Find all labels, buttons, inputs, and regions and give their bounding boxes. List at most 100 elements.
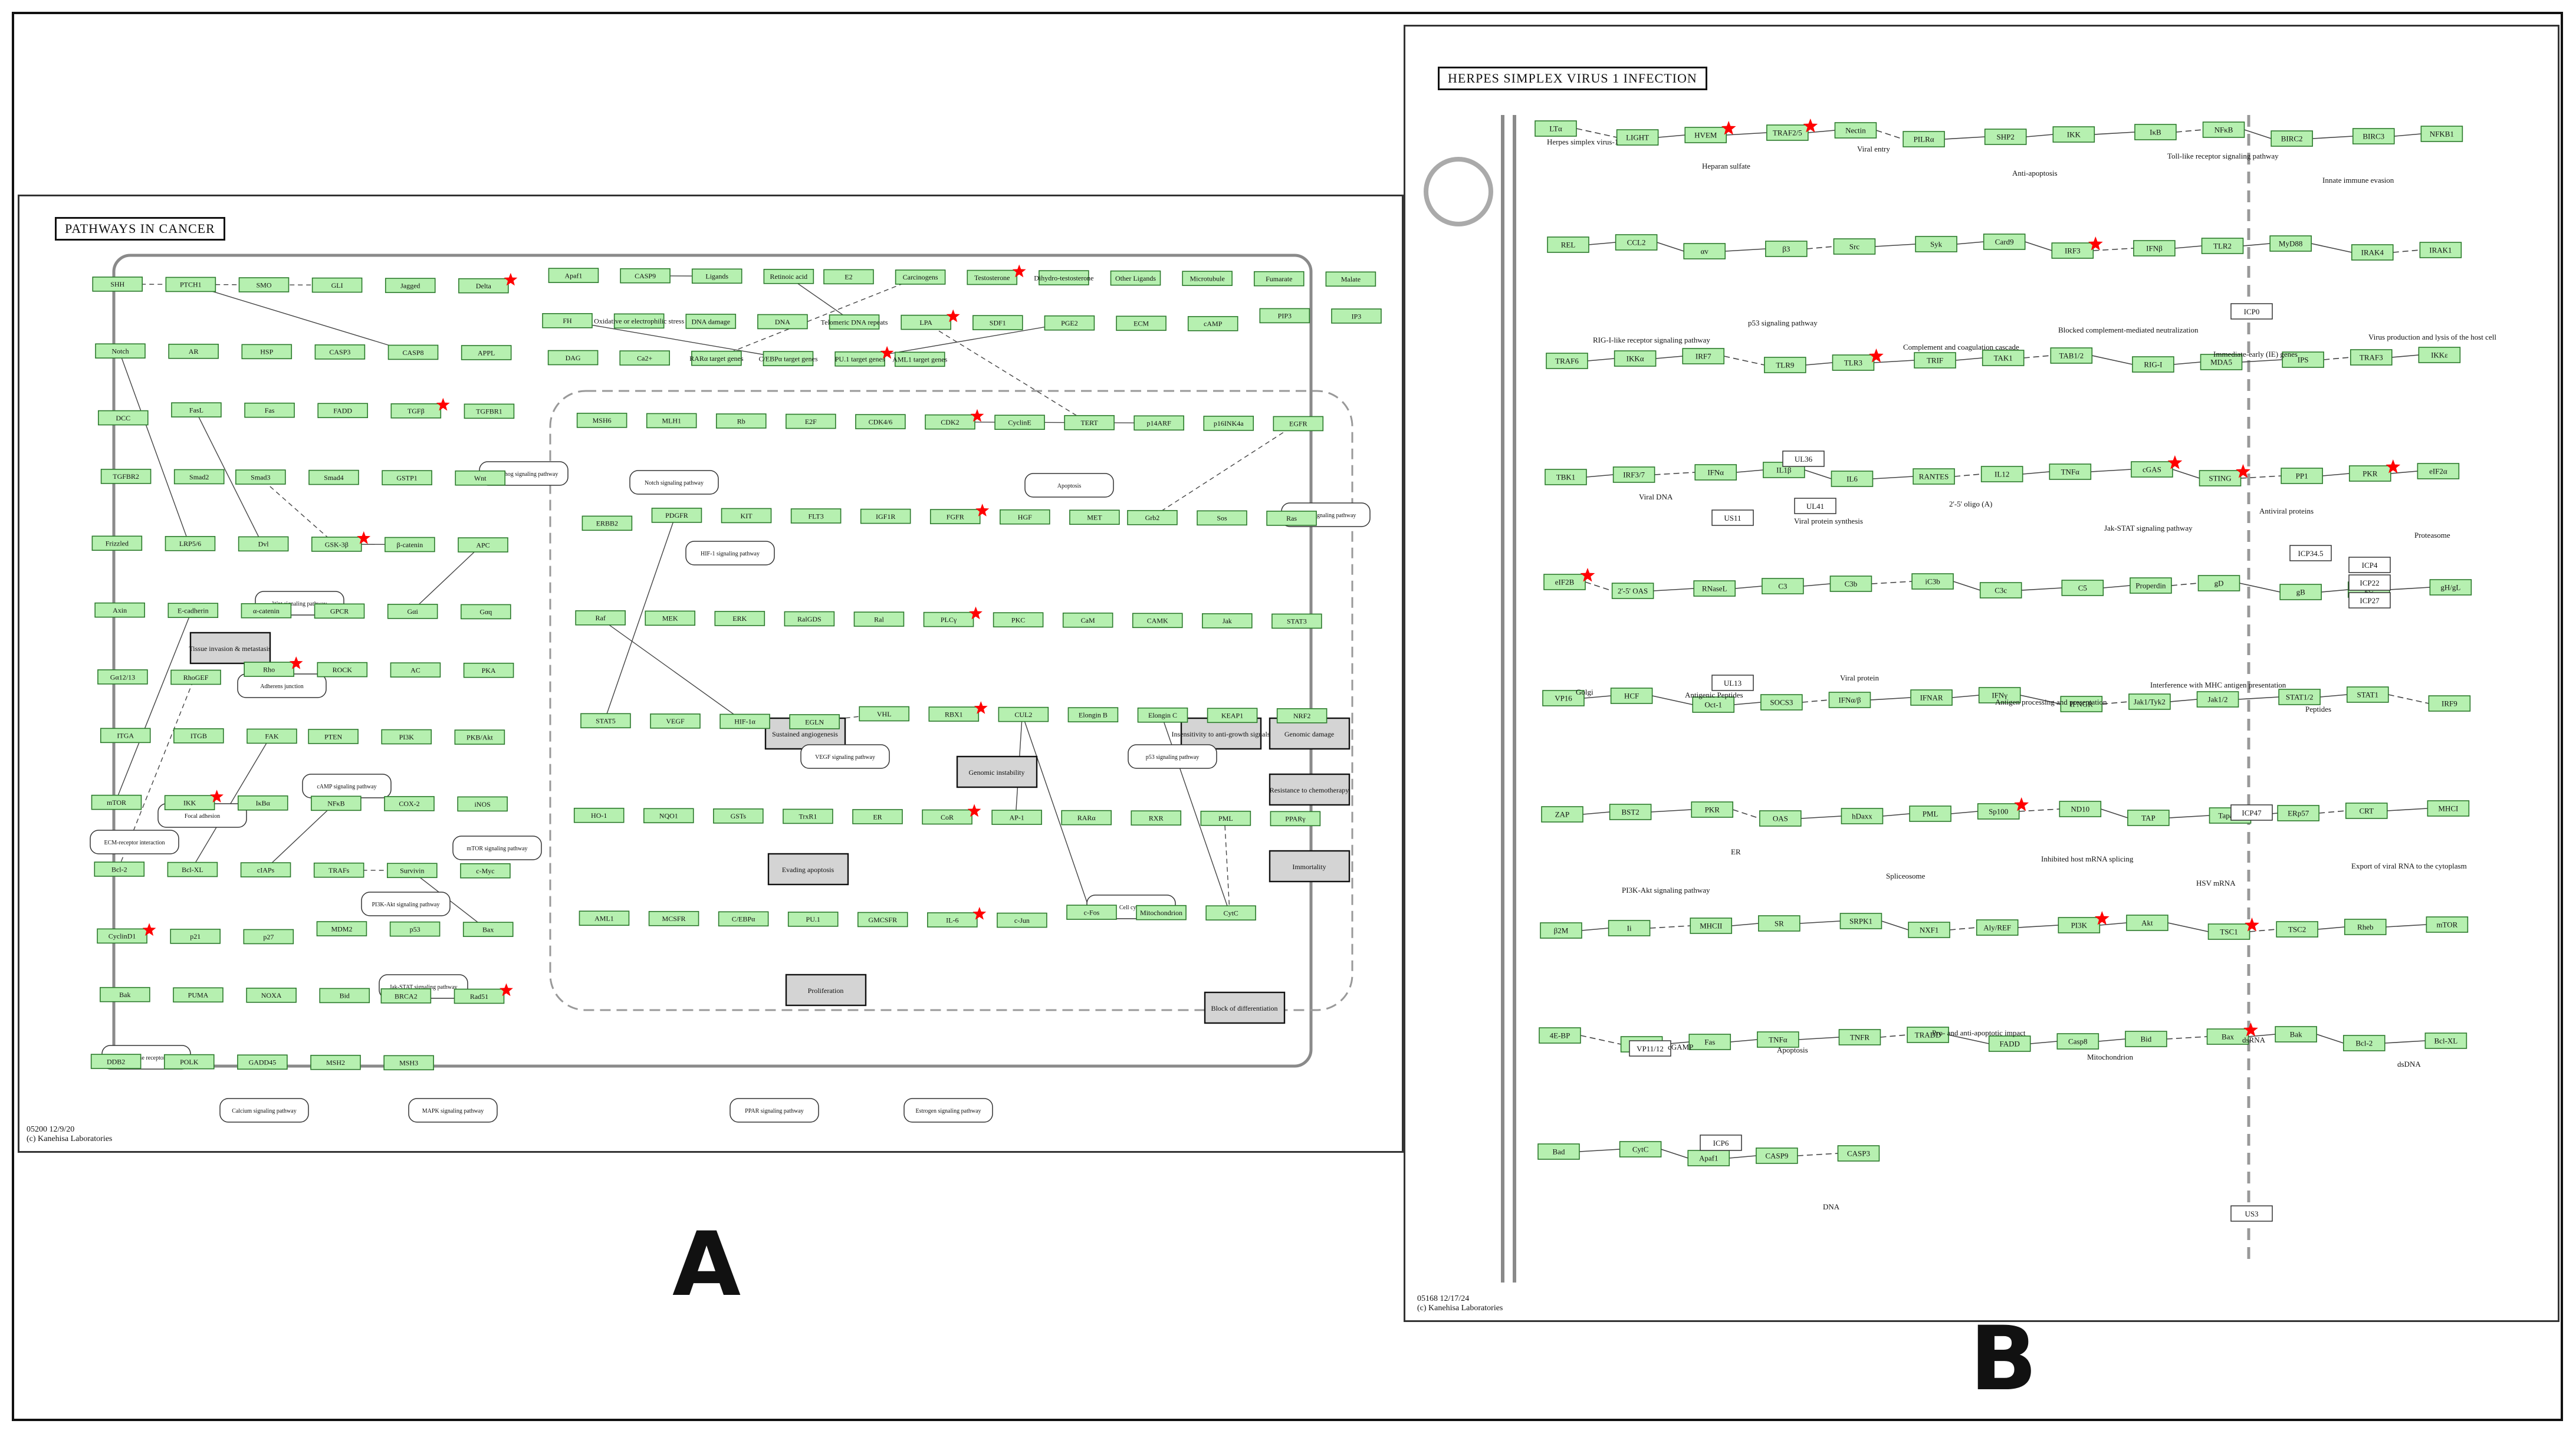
gene-tnfr-108-box[interactable] [1838, 1029, 1881, 1045]
gene-ar-7-box[interactable] [168, 343, 219, 359]
gene-ptch1-1-box[interactable] [165, 277, 216, 292]
gene-mda5-35-box[interactable] [2200, 354, 2243, 370]
gene-carcinogens-147-box[interactable] [895, 269, 946, 285]
gene-casp3-121-box[interactable] [1837, 1145, 1880, 1162]
gene-hdaxx-82-box[interactable] [1841, 808, 1884, 824]
gene-gpcr-33-box[interactable] [314, 603, 365, 619]
gene-apaf1-119-box[interactable] [1687, 1150, 1730, 1166]
gene-dna-damage-156-box[interactable] [685, 314, 737, 329]
gene-ac-40-box[interactable] [390, 662, 441, 678]
gene-ciaps-56-box[interactable] [240, 862, 291, 877]
gene-gstp1-22-box[interactable] [382, 470, 432, 485]
gene-mdm2-63-box[interactable] [316, 921, 367, 936]
gene-pi3k-46-box[interactable] [381, 729, 432, 745]
gene-eif2b-52-box[interactable] [1543, 574, 1586, 590]
gene-hvem-2-box[interactable] [1684, 127, 1727, 143]
gene-itga-42-box[interactable] [100, 728, 151, 744]
gene-aml1-target-genes-171-box[interactable] [894, 351, 945, 367]
gene-mtor-48-box[interactable] [91, 794, 142, 810]
gene-2m-91-box[interactable] [1540, 922, 1582, 939]
gene-pi3k-98-box[interactable] [2058, 917, 2101, 933]
gene-nectin-4-box[interactable] [1834, 122, 1877, 139]
gene-rhogef-37-box[interactable] [170, 669, 221, 685]
gene-nxf1-96-box[interactable] [1908, 922, 1950, 938]
gene-rho-38-box[interactable] [244, 662, 294, 677]
gene-c-fos-139-box[interactable] [1066, 905, 1117, 920]
gene-nqo1-122-box[interactable] [643, 808, 694, 824]
gene-oxidative-or-electrophilic-stress-155-box[interactable] [613, 313, 665, 329]
gene-ppar-131-box[interactable] [1270, 811, 1321, 827]
gene-eif2-51-box[interactable] [2417, 463, 2460, 479]
gene-rbx1-115-box[interactable] [928, 706, 980, 722]
gene-nfkb1-12-box[interactable] [2420, 126, 2463, 142]
pathway-ppar-signaling-pathway-box[interactable] [730, 1098, 819, 1123]
gene-rad51-71-box[interactable] [454, 988, 505, 1004]
gene-bak-66-box[interactable] [100, 987, 150, 1002]
viral-icp34-5-box[interactable] [2289, 545, 2332, 561]
gene-stat1-2-75-box[interactable] [2278, 689, 2321, 705]
gene-ccl2-14-box[interactable] [1615, 234, 1658, 251]
gene-smad3-20-box[interactable] [235, 469, 286, 485]
gene-pml-130-box[interactable] [1200, 810, 1251, 826]
gene-tlr3-30-box[interactable] [1832, 354, 1875, 371]
gene-smad2-19-box[interactable] [173, 469, 225, 485]
gene-mitochondrion-140-box[interactable] [1136, 905, 1187, 920]
gene-gsk-3-27-box[interactable] [311, 537, 362, 552]
gene-other-ligands-150-box[interactable] [1110, 270, 1161, 286]
gene-ips-36-box[interactable] [2282, 351, 2324, 368]
gene-pkr-50-box[interactable] [2348, 465, 2391, 482]
gene-fas-14-box[interactable] [244, 402, 295, 418]
gene-mhci-90-box[interactable] [2427, 800, 2470, 817]
gene-nf-b-9-box[interactable] [2202, 121, 2245, 138]
gene-nf-b-51-box[interactable] [311, 795, 362, 811]
gene-cor-126-box[interactable] [922, 809, 972, 825]
gene-gb-62-box[interactable] [2279, 584, 2322, 600]
gene-dcc-12-box[interactable] [97, 410, 149, 426]
gene-jak1-tyk2-73-box[interactable] [2128, 693, 2171, 710]
gene-rar-target-genes-168-box[interactable] [691, 350, 742, 366]
gene-jagged-4-box[interactable] [385, 278, 436, 293]
gene-ap-1-127-box[interactable] [991, 810, 1042, 825]
gene-bst2-79-box[interactable] [1609, 804, 1652, 820]
gene-c-myc-59-box[interactable] [460, 863, 511, 879]
gene-p27-62-box[interactable] [243, 929, 294, 945]
gene-mcsfr-133-box[interactable] [648, 910, 699, 926]
gene-gli-3-box[interactable] [311, 277, 363, 293]
gene-cdk4-6-81-box[interactable] [855, 414, 906, 429]
viral-vp11-12-box[interactable] [1629, 1040, 1671, 1057]
gene-ikk-49-box[interactable] [164, 795, 215, 811]
gene-v-15-box[interactable] [1683, 243, 1726, 259]
gene-casp3-9-box[interactable] [314, 344, 366, 360]
gene-met-95-box[interactable] [1069, 509, 1120, 525]
gene-stat1-76-box[interactable] [2346, 686, 2389, 703]
gene-tlr9-29-box[interactable] [1764, 357, 1806, 373]
gene-c3b-56-box[interactable] [1829, 576, 1872, 592]
gene-c-ebp-target-genes-169-box[interactable] [763, 351, 814, 366]
viral-us3-box[interactable] [2230, 1205, 2273, 1222]
gene-gmcsfr-136-box[interactable] [857, 912, 908, 928]
gene-syk-18-box[interactable] [1915, 236, 1957, 252]
gene-tak1-32-box[interactable] [1982, 350, 2025, 366]
gene-mhcii-93-box[interactable] [1690, 918, 1733, 934]
gene-apaf1-142-box[interactable] [548, 268, 599, 283]
outcome-block-of-differentiation-box[interactable] [1204, 991, 1286, 1024]
gene-camk-107-box[interactable] [1132, 613, 1183, 629]
gene-ecm-162-box[interactable] [1116, 315, 1167, 331]
gene-pkb-akt-47-box[interactable] [454, 729, 505, 745]
gene-mtor-103-box[interactable] [2426, 916, 2469, 933]
gene-pp1-49-box[interactable] [2281, 468, 2323, 484]
gene-msh2-75-box[interactable] [310, 1054, 361, 1070]
gene-vegf-111-box[interactable] [650, 713, 701, 729]
gene-hgf-94-box[interactable] [1000, 509, 1050, 525]
gene-i-b-50-box[interactable] [237, 795, 288, 811]
pathway-calcium-signaling-pathway-box[interactable] [219, 1098, 309, 1123]
gene-pip3-164-box[interactable] [1259, 308, 1310, 324]
gene-polk-73-box[interactable] [163, 1054, 215, 1070]
gene-cytc-118-box[interactable] [1619, 1141, 1662, 1158]
gene-hsp-8-box[interactable] [241, 344, 293, 360]
gene-pkc-105-box[interactable] [993, 612, 1044, 627]
gene-trafs-57-box[interactable] [313, 862, 364, 878]
gene-traf3-37-box[interactable] [2350, 349, 2393, 366]
gene-pdgfr-89-box[interactable] [651, 508, 702, 523]
viral-ul36-box[interactable] [1782, 450, 1825, 467]
